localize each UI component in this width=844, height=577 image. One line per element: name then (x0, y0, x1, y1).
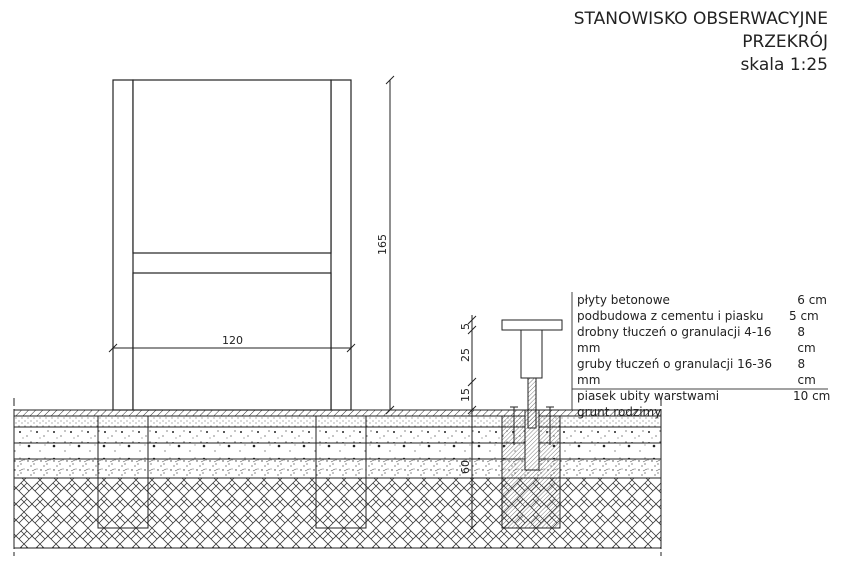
legend-item: gruby tłuczeń o granulacji 16-36 mm 8 cm (577, 356, 827, 388)
title-line-2: PRZEKRÓJ (742, 32, 828, 52)
board-frame (112, 79, 352, 411)
legend-value: 8 cm (797, 357, 816, 387)
legend-name: piasek ubity warstwami (577, 389, 720, 403)
legend-name: podbudowa z cementu i piasku (577, 309, 764, 323)
dimension-lines (108, 75, 477, 533)
legend-leader (571, 292, 828, 410)
layer-concrete-slabs (13, 409, 662, 417)
title-scale: skala 1:25 (740, 55, 828, 75)
legend-name: płyty betonowe (577, 293, 670, 307)
title-line-1: STANOWISKO OBSERWACYJNE (573, 9, 828, 29)
legend-value: 5 cm (789, 309, 819, 323)
legend-item: podbudowa z cementu i piasku 5 cm (577, 308, 827, 324)
threaded-rod (527, 377, 537, 429)
dimension-foundation: 60 (459, 460, 472, 474)
legend-item: grunt rodzimy (577, 404, 827, 420)
dimension-plate: 5 (459, 323, 472, 330)
dimension-width: 120 (222, 334, 243, 347)
bench-footings (97, 415, 367, 529)
dimension-column: 25 (459, 348, 472, 362)
layer-cement-sand (13, 415, 662, 428)
legend-value: 8 cm (797, 325, 816, 355)
dimension-height: 165 (376, 234, 389, 255)
telescope-pillar (501, 319, 563, 529)
legend-value: 10 cm (793, 389, 831, 403)
layer-coarse-gravel (13, 442, 662, 460)
mount-plate (501, 319, 563, 331)
layer-legend: płyty betonowe 6 cm podbudowa z cementu i… (577, 292, 830, 420)
layer-native-soil (13, 477, 662, 549)
legend-item: piasek ubity warstwami 10 cm (577, 388, 830, 404)
layer-fine-gravel (13, 426, 662, 444)
legend-name: gruby tłuczeń o granulacji 16-36 mm (577, 357, 773, 387)
pillar-column (520, 329, 543, 379)
legend-name: drobny tłuczeń o granulacji 4-16 mm (577, 325, 772, 355)
drawing-title: STANOWISKO OBSERWACYJNE PRZEKRÓJ skala 1… (574, 8, 828, 77)
ground-layers (13, 398, 662, 556)
dimension-rod: 15 (459, 388, 472, 402)
legend-value: 6 cm (797, 293, 827, 307)
legend-name: grunt rodzimy (577, 405, 662, 419)
layer-compacted-sand (13, 458, 662, 479)
legend-item: drobny tłuczeń o granulacji 4-16 mm 8 cm (577, 324, 827, 356)
legend-item: płyty betonowe 6 cm (577, 292, 827, 308)
